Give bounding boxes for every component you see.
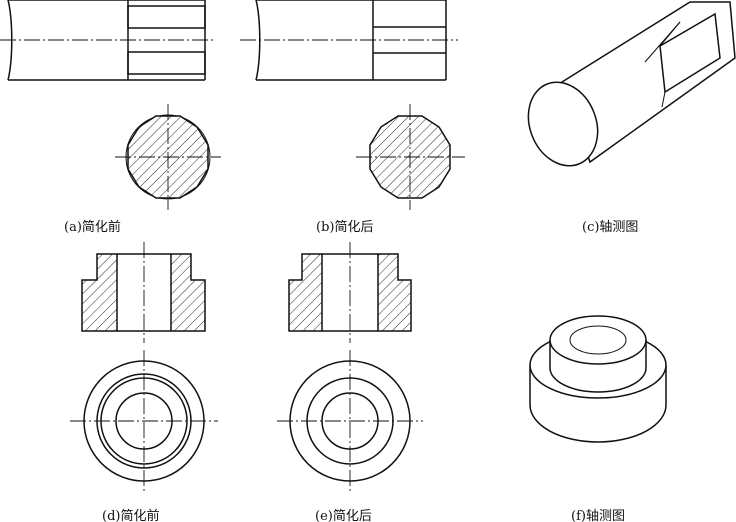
caption-c: (c)轴测图	[582, 220, 639, 235]
caption-b: (b)简化后	[316, 220, 374, 235]
view-b-shaft-section	[356, 104, 465, 210]
view-e-bush-section	[288, 242, 412, 343]
view-d-bush-section	[81, 242, 206, 343]
caption-d: (d)简化前	[102, 509, 160, 522]
view-b-shaft-front	[240, 0, 458, 81]
caption-e: (e)简化后	[315, 509, 372, 522]
caption-a: (a)简化前	[64, 220, 121, 235]
view-a-shaft-section	[115, 104, 221, 210]
view-f-bush-isometric	[529, 315, 667, 443]
view-c-shaft-isometric	[527, 1, 736, 167]
caption-f: (f)轴测图	[571, 509, 625, 522]
view-d-bush-top	[70, 350, 218, 494]
view-e-bush-top	[277, 350, 423, 494]
view-a-shaft-front	[0, 0, 215, 81]
